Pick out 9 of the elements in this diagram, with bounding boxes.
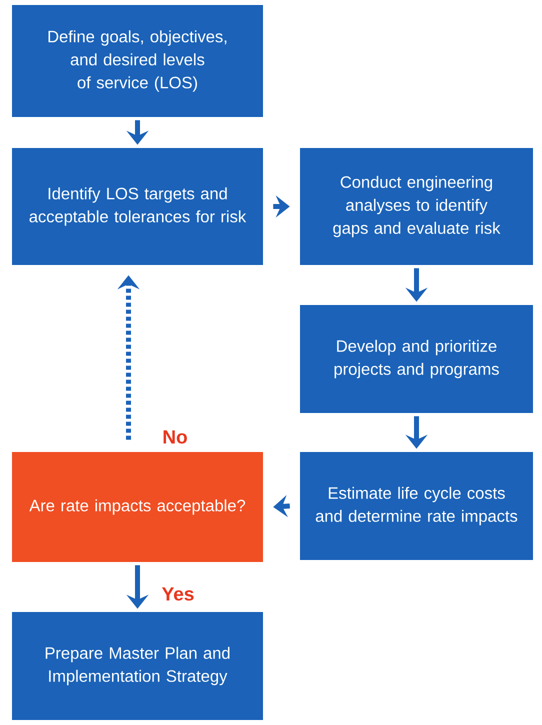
process-box: Prepare Master Plan and Implementation Strategy: [12, 612, 263, 720]
process-box: Identify LOS targets and acceptable tolerances for risk: [12, 148, 263, 265]
process-box: Define goals, objectives, and desired levels of service (LOS): [12, 5, 263, 117]
edge-label: No: [161, 429, 189, 445]
edge-label: Yes: [160, 586, 196, 602]
process-box: Estimate life cycle costs and determine rate impacts: [300, 452, 533, 560]
process-box: Conduct engineering analyses to identify gaps and evaluate risk: [300, 148, 533, 265]
process-box: Develop and prioritize projects and programs: [300, 305, 533, 413]
decision-box: Are rate impacts acceptable?: [12, 452, 263, 562]
